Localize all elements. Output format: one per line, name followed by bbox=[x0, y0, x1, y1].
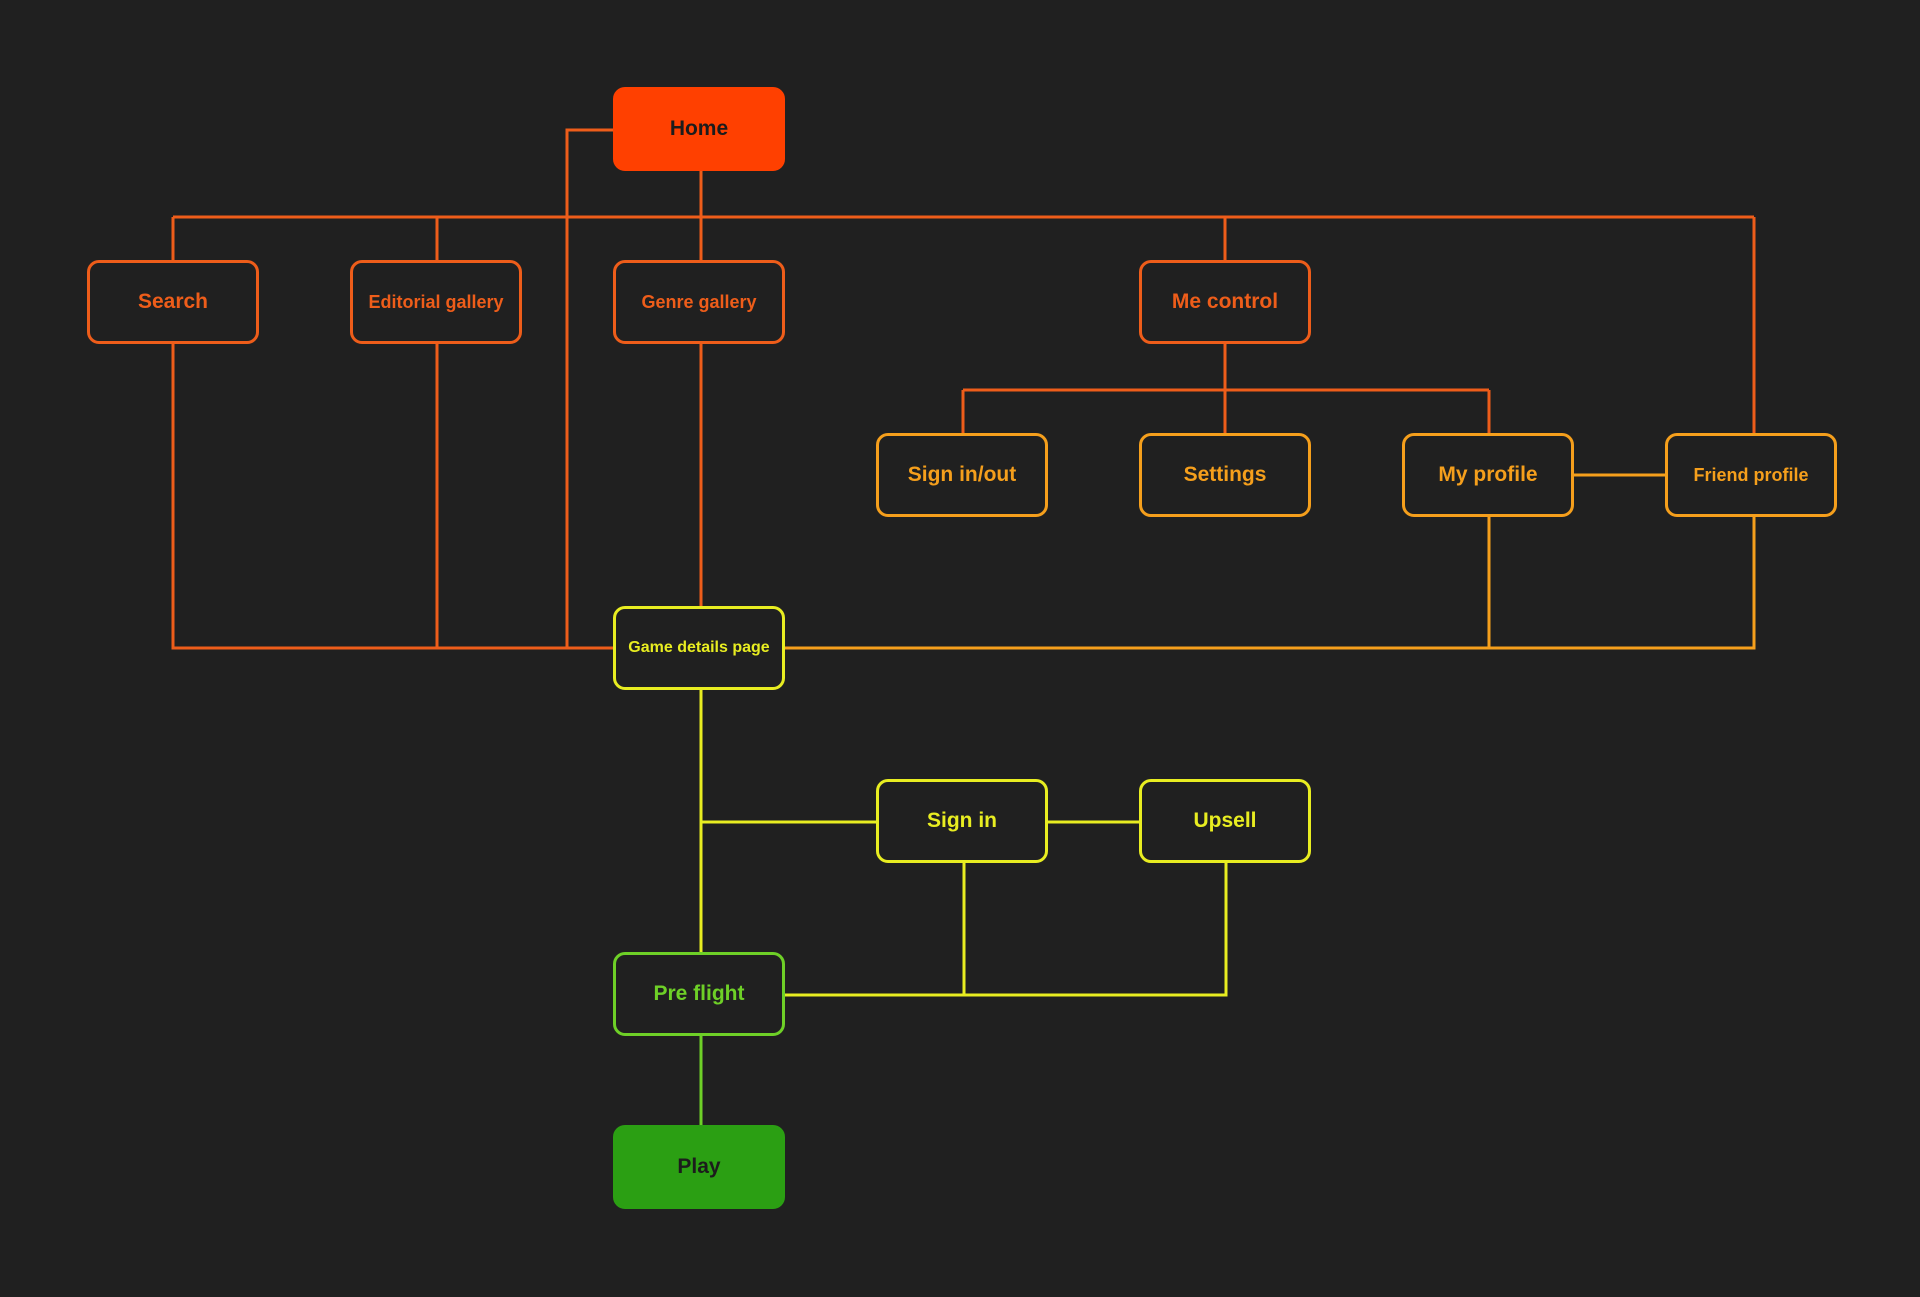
edge-friend-gdp bbox=[785, 517, 1756, 650]
edge-upsell-preflight bbox=[785, 863, 1228, 997]
node-game-details-page[interactable]: Game details page bbox=[613, 606, 785, 690]
node-genre-gallery[interactable]: Genre gallery bbox=[613, 260, 785, 344]
node-settings[interactable]: Settings bbox=[1139, 433, 1311, 517]
node-sign-in[interactable]: Sign in bbox=[876, 779, 1048, 863]
node-play[interactable]: Play bbox=[613, 1125, 785, 1209]
node-friend-profile[interactable]: Friend profile bbox=[1665, 433, 1837, 517]
node-search[interactable]: Search bbox=[87, 260, 259, 344]
edge-home-loop bbox=[565, 128, 613, 648]
node-pre-flight[interactable]: Pre flight bbox=[613, 952, 785, 1036]
node-upsell[interactable]: Upsell bbox=[1139, 779, 1311, 863]
node-editorial-gallery[interactable]: Editorial gallery bbox=[350, 260, 522, 344]
node-my-profile[interactable]: My profile bbox=[1402, 433, 1574, 517]
edge-search-gdp bbox=[171, 344, 613, 650]
node-sign-in-out[interactable]: Sign in/out bbox=[876, 433, 1048, 517]
node-me-control[interactable]: Me control bbox=[1139, 260, 1311, 344]
node-home[interactable]: Home bbox=[613, 87, 785, 171]
